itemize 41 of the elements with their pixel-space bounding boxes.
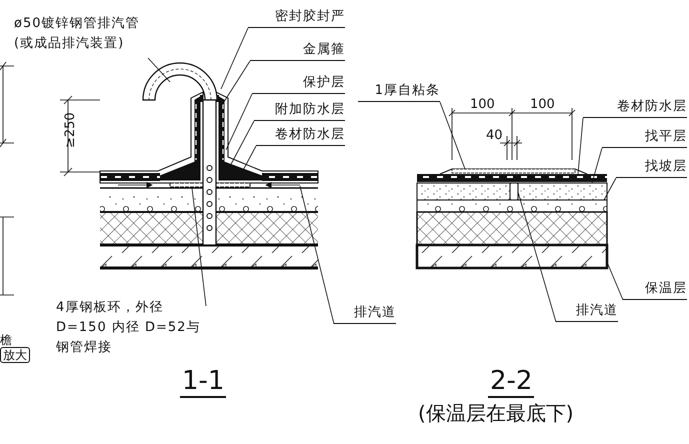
section-title: 2-2 bbox=[488, 366, 534, 398]
dimension-label: 100 bbox=[530, 96, 555, 113]
vent-slot bbox=[510, 182, 518, 200]
callout-label: 卷材防水层 bbox=[583, 97, 687, 118]
callout-label: 排汽道 bbox=[556, 301, 618, 322]
adhesive-strip bbox=[452, 168, 576, 174]
leader-line bbox=[440, 102, 466, 170]
leveling-layer bbox=[416, 182, 608, 200]
leader-line bbox=[226, 94, 252, 150]
boxed-label: 放大 bbox=[0, 347, 30, 363]
callout-label: 找平层 bbox=[602, 127, 687, 148]
leader-line bbox=[606, 262, 624, 300]
callout-label: 金属箍 bbox=[250, 40, 345, 61]
note-text: 檐 bbox=[0, 332, 12, 348]
gravel-layer bbox=[416, 200, 608, 212]
leader-line bbox=[578, 118, 584, 174]
callout-label: 附加防水层 bbox=[254, 100, 345, 121]
dimension-label: 100 bbox=[470, 96, 495, 113]
dimension-label: ≥250 bbox=[62, 112, 79, 148]
callout-label: 4厚钢板环，外径D=150 内径 D=52与钢管焊接 bbox=[56, 298, 206, 360]
leader-line bbox=[222, 60, 250, 106]
note-text: (保温层在最底下) bbox=[418, 401, 574, 425]
membrane-layer bbox=[417, 174, 607, 182]
callout-label: 找坡层 bbox=[616, 157, 687, 178]
leader-line bbox=[300, 186, 334, 324]
leader-line bbox=[592, 148, 602, 184]
section-title: 1-1 bbox=[180, 366, 226, 398]
leader-line bbox=[220, 28, 248, 90]
callout-label: 卷材防水层 bbox=[256, 125, 345, 146]
callout-label: 密封胶封严 bbox=[248, 7, 345, 28]
leader-line bbox=[192, 188, 206, 306]
leader-line bbox=[148, 58, 170, 82]
callout-label: 保护层 bbox=[252, 73, 345, 94]
dimension-label: 40 bbox=[486, 127, 503, 144]
callout-label: 1厚自粘条 bbox=[358, 81, 440, 102]
leader-line bbox=[604, 178, 616, 200]
crosshatched-layer bbox=[416, 211, 608, 246]
hatched-layer bbox=[416, 244, 608, 270]
callout-label: 排汽道 bbox=[334, 303, 396, 324]
callout-label: ø50镀锌钢管排汽管(或成品排汽装置) bbox=[14, 14, 154, 58]
callout-label: 保温层 bbox=[623, 279, 687, 300]
